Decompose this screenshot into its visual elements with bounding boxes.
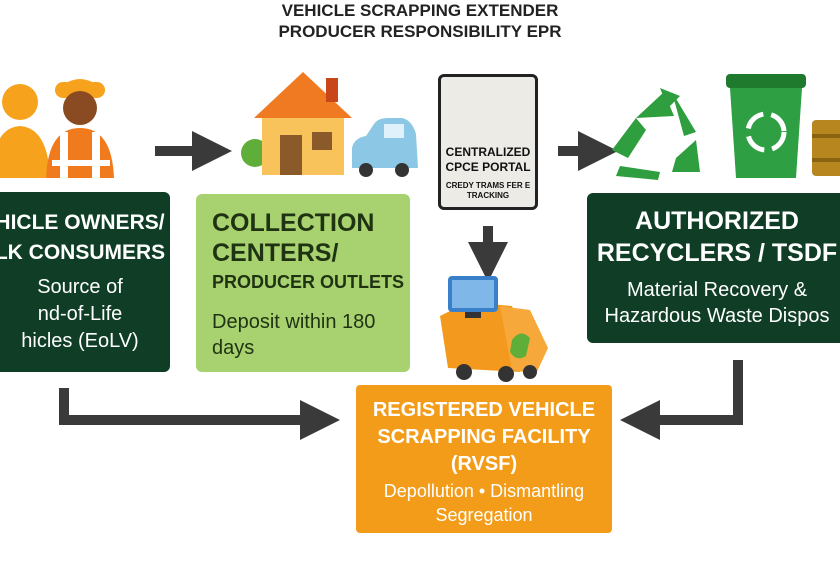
arrow-recyclers-to-rvsf bbox=[620, 360, 743, 440]
car-icon bbox=[352, 118, 418, 177]
title-line-2: PRODUCER RESPONSIBILITY EPR bbox=[278, 22, 562, 41]
owners-description-line: Source of bbox=[37, 276, 123, 298]
vehicle-owners-box: HICLE OWNERS/ LK CONSUMERS Source of nd-… bbox=[0, 192, 170, 372]
rvsf-description: Depollution • Dismantling Segregation bbox=[356, 479, 612, 527]
recyclers-heading: AUTHORIZED RECYCLERS / TSDF bbox=[587, 205, 840, 269]
collection-centers-box: COLLECTION CENTERS/ PRODUCER OUTLETS Dep… bbox=[196, 194, 410, 372]
portal-subtitle: CREDY TRAMS FER E TRACKING bbox=[445, 181, 531, 200]
rvsf-heading: REGISTERED VEHICLE SCRAPPING FACILITY (R… bbox=[356, 397, 612, 478]
recyclers-description: Material Recovery & Hazardous Waste Disp… bbox=[587, 277, 840, 329]
collection-subheading: PRODUCER OUTLETS bbox=[212, 272, 405, 292]
rvsf-heading-line: REGISTERED VEHICLE bbox=[372, 399, 596, 421]
arrow-owners-to-rvsf bbox=[59, 388, 340, 440]
portal-title: CENTRALIZED CPCE PORTAL bbox=[445, 145, 531, 174]
owners-heading: HICLE OWNERS/ LK CONSUMERS bbox=[0, 208, 170, 268]
title-line-1: VEHICLE SCRAPPING EXTENDER bbox=[281, 1, 559, 20]
owners-description-line: nd-of-Life bbox=[37, 303, 123, 325]
recyclers-description-line: Material Recovery & bbox=[626, 279, 808, 301]
scrap-truck-icon bbox=[440, 276, 548, 382]
owners-heading-line: LK CONSUMERS bbox=[0, 241, 166, 264]
recyclers-heading-line: RECYCLERS / TSDF bbox=[596, 239, 838, 267]
recyclers-heading-line: AUTHORIZED bbox=[635, 207, 799, 235]
recyclers-description-line: Hazardous Waste Dispos bbox=[604, 305, 830, 327]
authorized-recyclers-box: AUTHORIZED RECYCLERS / TSDF Material Rec… bbox=[587, 193, 840, 343]
rvsf-heading-line: (RVSF) bbox=[450, 453, 518, 475]
rvsf-description-line: Depollution • Dismantling bbox=[383, 481, 585, 501]
owners-heading-line: HICLE OWNERS/ bbox=[0, 211, 165, 234]
owners-description-line: hicles (EoLV) bbox=[21, 330, 139, 352]
cpce-portal-box: CENTRALIZED CPCE PORTAL CREDY TRAMS FER … bbox=[438, 74, 538, 210]
people-icon bbox=[0, 79, 114, 178]
barrel-icon bbox=[812, 120, 840, 176]
rvsf-description-line: Segregation bbox=[435, 505, 533, 525]
recycle-icon bbox=[612, 88, 700, 180]
recycle-bin-icon bbox=[726, 74, 806, 178]
diagram-title: VEHICLE SCRAPPING EXTENDER PRODUCER RESP… bbox=[0, 0, 840, 42]
rvsf-box: REGISTERED VEHICLE SCRAPPING FACILITY (R… bbox=[356, 385, 612, 533]
collection-heading: COLLECTION CENTERS/ bbox=[212, 209, 375, 267]
house-icon bbox=[241, 72, 352, 175]
collection-note: Deposit within 180 days bbox=[212, 311, 376, 359]
rvsf-heading-line: SCRAPPING FACILITY bbox=[377, 426, 591, 448]
owners-description: Source of nd-of-Life hicles (EoLV) bbox=[0, 274, 170, 355]
